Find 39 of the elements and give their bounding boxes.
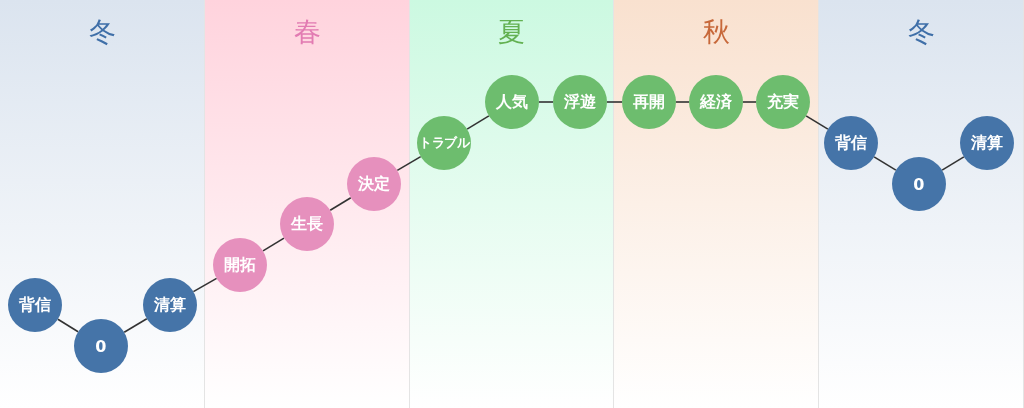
connector-line — [123, 318, 148, 333]
keyword-circle: 背信 — [824, 116, 878, 170]
connector-line — [396, 155, 422, 172]
keyword-circle: 背信 — [8, 278, 62, 332]
connector-line — [742, 101, 757, 103]
season-heading: 冬 — [907, 15, 935, 49]
connector-line — [192, 277, 218, 293]
season-heading: 夏 — [498, 15, 525, 49]
keyword-circle: トラブル — [417, 116, 471, 170]
keyword-circle: 再開 — [622, 75, 676, 129]
season-heading: 秋 — [702, 15, 730, 49]
keyword-circle: 経済 — [689, 75, 743, 129]
connector-line — [57, 318, 79, 333]
connector-line — [466, 115, 490, 130]
connector-line — [262, 237, 285, 252]
connector-line — [675, 101, 690, 103]
connector-line — [941, 156, 965, 171]
keyword-circle: 決定 — [347, 157, 401, 211]
season-band — [614, 0, 819, 408]
keyword-circle: 清算 — [143, 278, 197, 332]
connector-line — [606, 101, 623, 103]
connector-line — [873, 156, 897, 171]
season-heading: 冬 — [88, 15, 116, 49]
connector-line — [805, 115, 829, 130]
keyword-circle: 生長 — [280, 197, 334, 251]
season-band — [205, 0, 410, 408]
season-band — [0, 0, 205, 408]
keyword-circle: 充実 — [756, 75, 810, 129]
keyword-circle: 清算 — [960, 116, 1014, 170]
connector-line — [329, 197, 352, 211]
season-heading: 春 — [293, 15, 321, 49]
keyword-circle: 0 — [74, 319, 128, 373]
keyword-circle: 0 — [892, 157, 946, 211]
connector-line — [538, 101, 554, 103]
season-band — [410, 0, 614, 408]
keyword-circle: 人気 — [485, 75, 539, 129]
keyword-circle: 浮遊 — [553, 75, 607, 129]
season-band — [819, 0, 1024, 408]
keyword-circle: 開拓 — [213, 238, 267, 292]
